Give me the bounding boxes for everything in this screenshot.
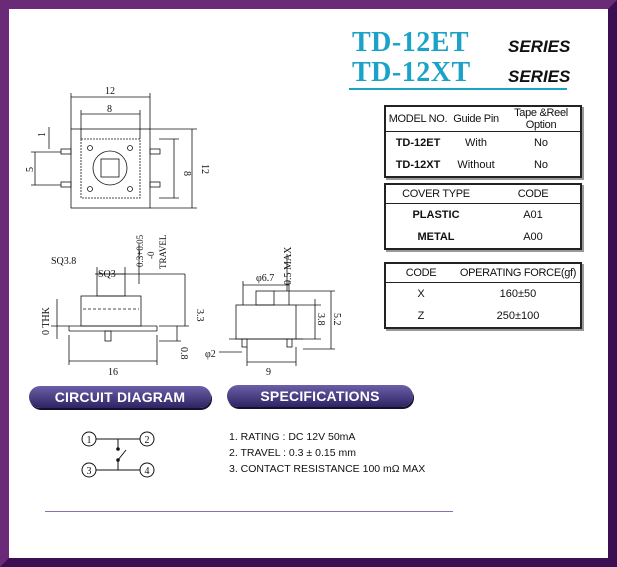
model-cell: TD-12XT (395, 159, 441, 171)
dim-width-16: 16 (108, 367, 118, 378)
title-td12et: TD-12ET (352, 27, 470, 58)
reel-cell: No (533, 137, 549, 149)
dim-diameter-2: φ2 (205, 349, 216, 360)
force-code-cell: Z (417, 310, 425, 322)
circuit-diagram: 1 2 3 4 (81, 431, 155, 478)
force-value-cell: 160±50 (499, 288, 537, 300)
dim-max-0-5: 0.5 MAX (283, 246, 294, 285)
pin-4-label: 4 (145, 466, 150, 477)
specifications-heading: SPECIFICATIONS (227, 385, 413, 407)
spec-travel: 2. TRAVEL : 0.3 ± 0.15 mm (229, 447, 356, 459)
guide-cell: Without (457, 159, 495, 171)
dim-sq3: SQ3 (98, 269, 116, 280)
top-view-actuator (92, 150, 128, 186)
force-table: CODE OPERATING FORCE(gf) X 160±50 Z 250±… (384, 262, 582, 329)
top-view-body (70, 128, 151, 209)
cover-type-cell: METAL (417, 231, 455, 243)
dim-thickness: 0 THK (41, 306, 52, 335)
dim-height-3-3: 3.3 (194, 309, 205, 322)
series-label-2: SERIES (508, 67, 571, 86)
model-table: MODEL NO. Guide Pin Tape &Reel Option TD… (384, 105, 582, 178)
dim-sq38: SQ3.8 (51, 256, 76, 267)
series-label-1: SERIES (508, 37, 571, 56)
dim-tolerance: 0.3+0.05 (135, 234, 145, 267)
circuit-diagram-heading: CIRCUIT DIAGRAM (29, 386, 211, 408)
cover-code-cell: A00 (523, 231, 543, 243)
cover-code-cell: A01 (523, 209, 543, 221)
dim-top-height-8: 8 (181, 171, 192, 176)
title-td12xt: TD-12XT (352, 57, 471, 88)
dim-top-1: 1 (37, 132, 48, 137)
dim-top-width-8: 8 (107, 104, 112, 115)
dim-height-3-8: 3.8 (315, 313, 326, 326)
dim-height-5-2: 5.2 (331, 313, 342, 326)
dim-travel: TRAVEL (158, 235, 168, 269)
side-view2-actuator (255, 290, 275, 306)
cover-table: COVER TYPE CODE PLASTIC A01 METAL A00 (384, 183, 582, 250)
guide-cell: With (465, 137, 487, 149)
spec-rating: 1. RATING : DC 12V 50mA (229, 431, 356, 443)
dim-top-width-12: 12 (105, 86, 115, 97)
dim-top-height-12: 12 (199, 164, 210, 174)
dim-width-9: 9 (266, 367, 271, 378)
pin-2-label: 2 (145, 435, 150, 446)
title-underline (349, 88, 567, 90)
dim-height-0-8: 0.8 (178, 347, 189, 360)
th-code: CODE (486, 184, 581, 204)
dim-tolerance-2: -0 (146, 251, 156, 259)
pin-1-label: 1 (87, 435, 92, 446)
cover-type-cell: PLASTIC (412, 209, 460, 221)
dim-top-5: 5 (25, 167, 36, 172)
dim-diameter-6-7: φ6.7 (256, 273, 274, 284)
model-cell: TD-12ET (395, 137, 441, 149)
spec-contact-resistance: 3. CONTACT RESISTANCE 100 mΩ MAX (229, 463, 426, 475)
th-force-code: CODE (385, 263, 456, 283)
datasheet: TD-12ET SERIES TD-12XT SERIES MODEL NO. … (9, 9, 608, 558)
bottom-divider (45, 511, 453, 512)
force-code-cell: X (417, 288, 425, 300)
th-tape-reel: Tape &Reel Option (502, 106, 581, 132)
mechanical-drawing: 12 8 1 5 8 12 SQ3.8 SQ3 0.3+0.05 -0 TRAV… (25, 86, 342, 378)
th-operating-force: OPERATING FORCE(gf) (456, 263, 581, 283)
reel-cell: No (533, 159, 549, 171)
th-guide-pin: Guide Pin (450, 106, 502, 132)
pin-3-label: 3 (87, 466, 92, 477)
th-model: MODEL NO. (385, 106, 450, 132)
force-value-cell: 250±100 (496, 310, 540, 322)
th-cover-type: COVER TYPE (385, 184, 486, 204)
